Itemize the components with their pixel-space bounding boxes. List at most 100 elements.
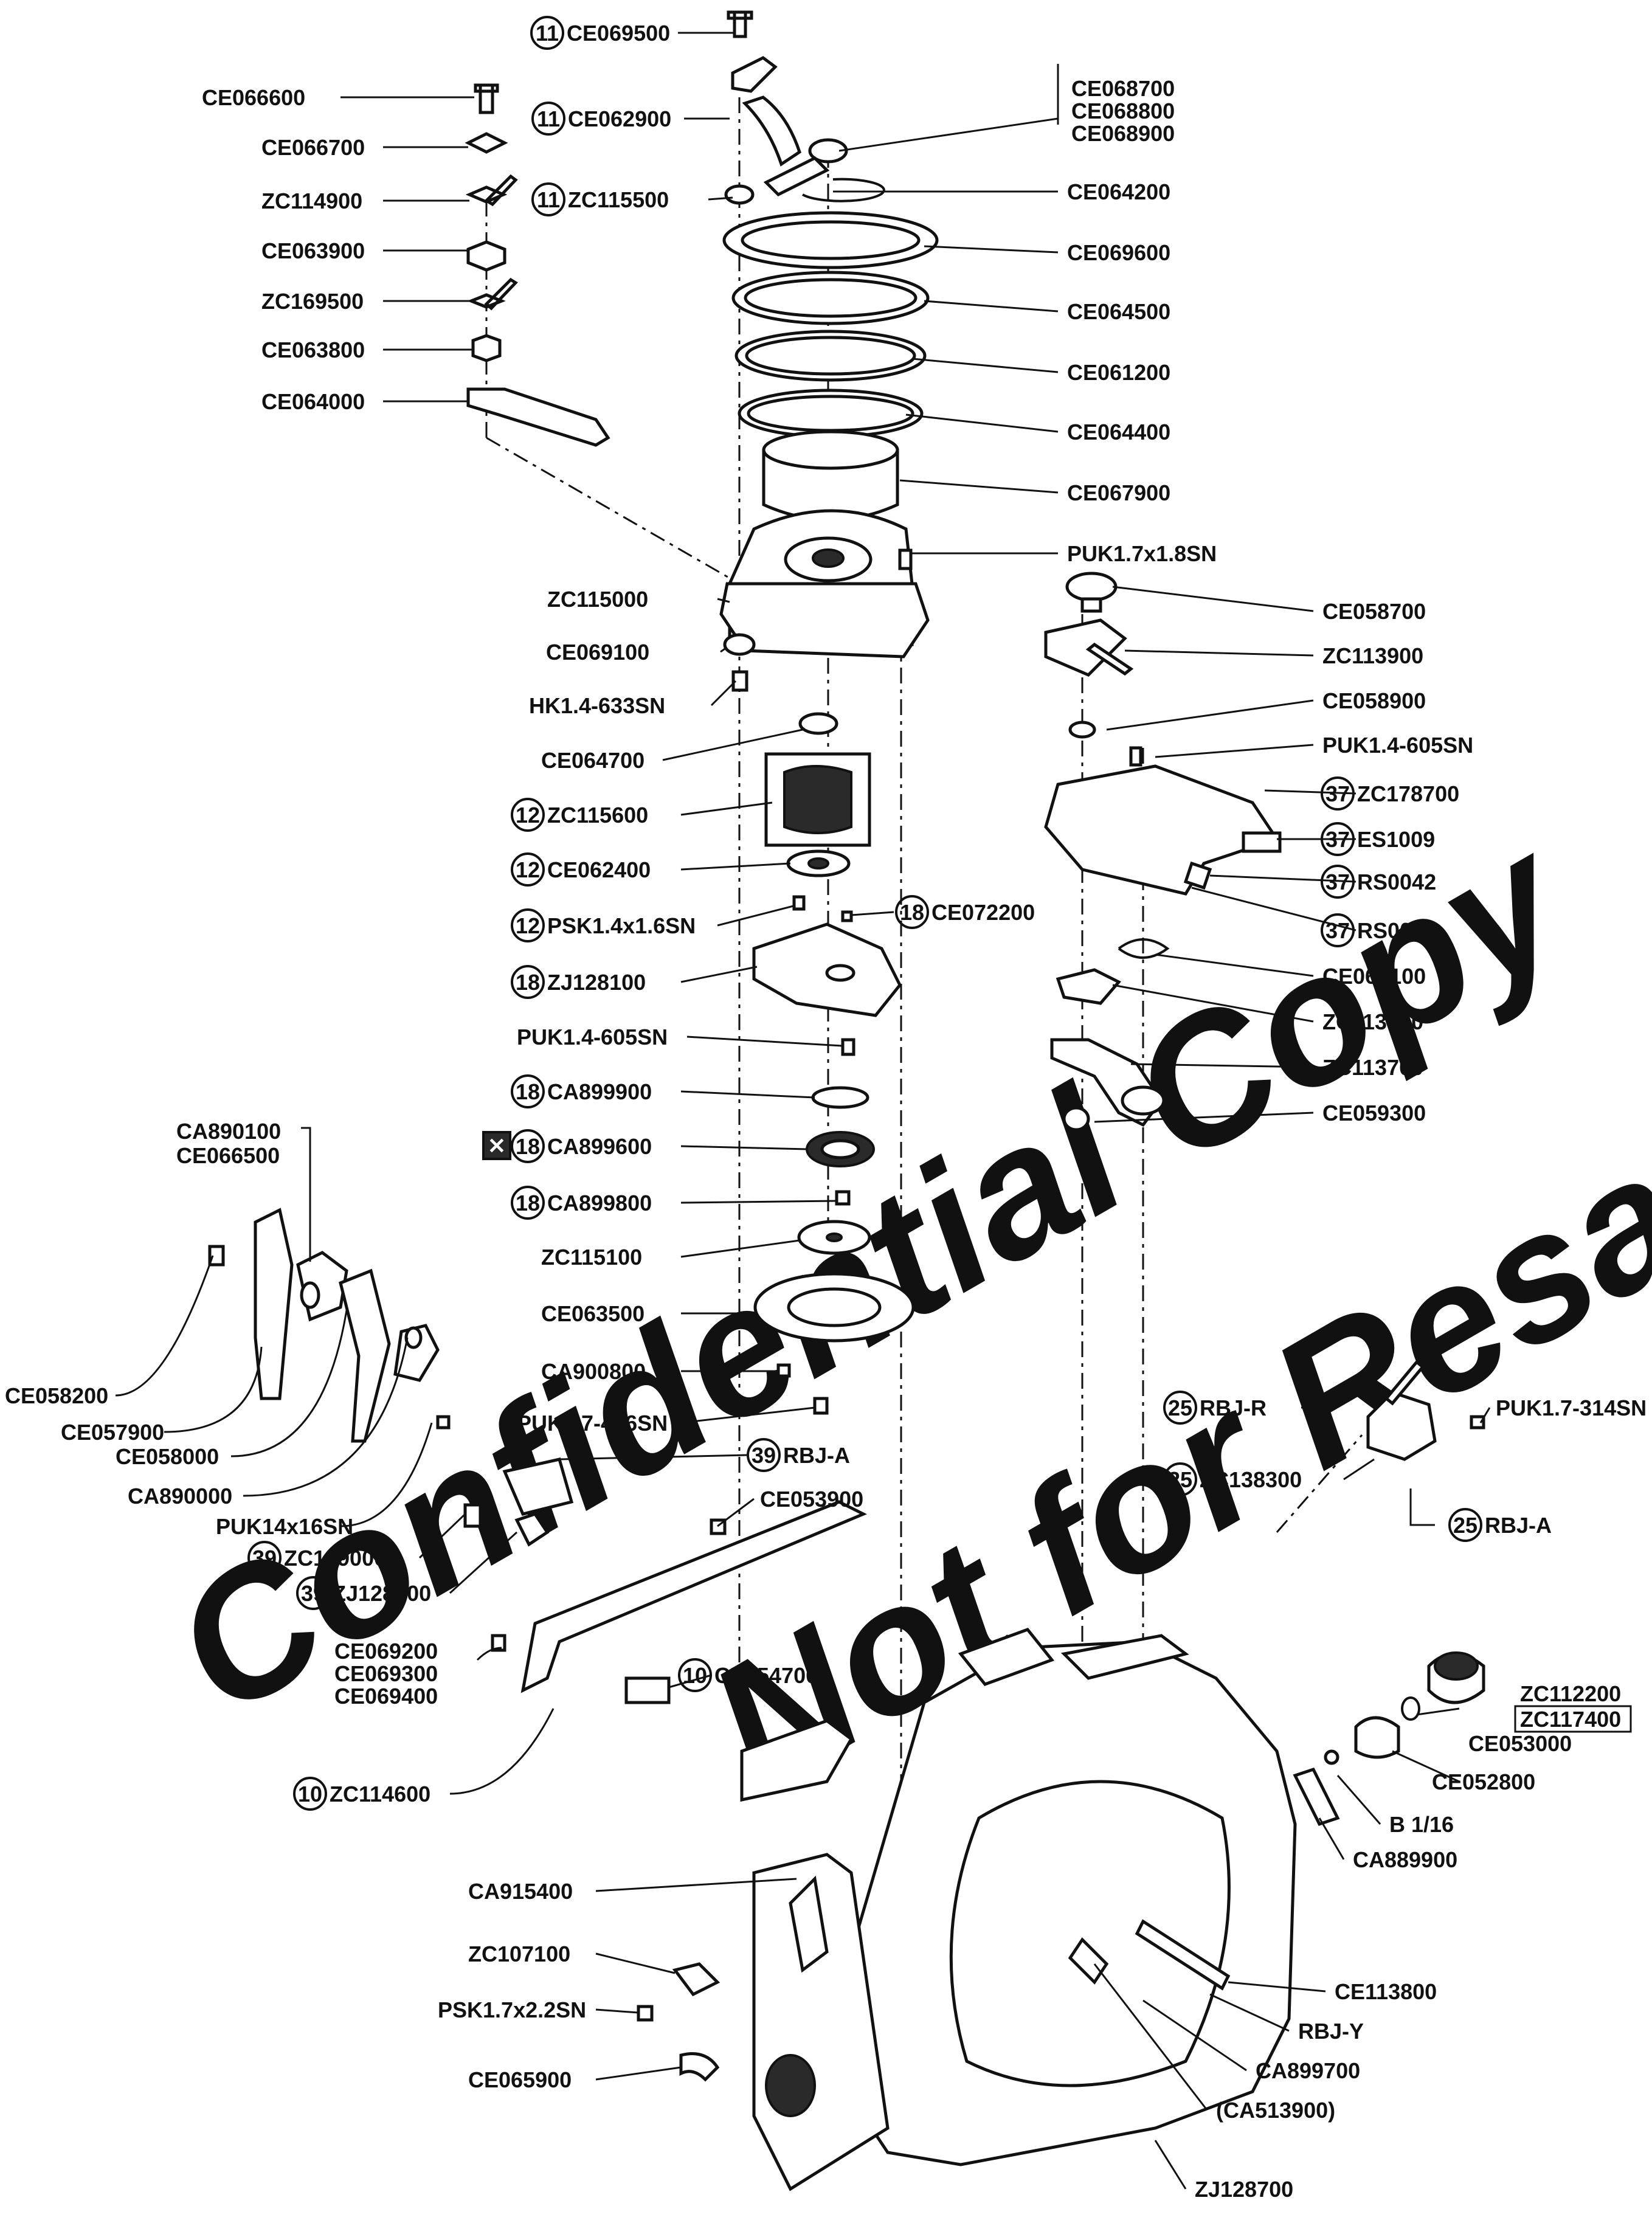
part-label: ZC138300 bbox=[1200, 1467, 1302, 1492]
part-label: PUK1.7-406SN bbox=[517, 1411, 668, 1436]
tag-37: 37 bbox=[1321, 776, 1355, 811]
part-label: (CA513900) bbox=[1216, 2098, 1335, 2123]
part-label: CE068900 bbox=[1071, 121, 1175, 146]
tag-12: 12 bbox=[511, 852, 545, 887]
part-label: CE069200 bbox=[334, 1639, 438, 1664]
part-label: CE064700 bbox=[541, 748, 645, 773]
svg-text:39: 39 bbox=[752, 1443, 776, 1468]
svg-text:37: 37 bbox=[1325, 869, 1350, 894]
svg-text:18: 18 bbox=[516, 970, 540, 995]
left-lever-group bbox=[208, 1208, 574, 1547]
part-label: CE063500 bbox=[541, 1301, 645, 1326]
part-label: ZJ128100 bbox=[547, 970, 646, 995]
svg-text:39: 39 bbox=[252, 1546, 277, 1571]
part-label: CE057900 bbox=[61, 1420, 164, 1445]
part-label: CE068800 bbox=[1071, 99, 1175, 123]
tag-25: 25 bbox=[1163, 1391, 1197, 1425]
part-label: CE072200 bbox=[931, 900, 1035, 925]
part-label: CE062400 bbox=[547, 857, 651, 882]
right-lever-stack bbox=[1044, 572, 1282, 1132]
part-label: ZC112200 bbox=[1520, 1681, 1621, 1706]
part-label: CE058700 bbox=[1322, 599, 1426, 624]
part-label: CE064400 bbox=[1067, 420, 1170, 444]
part-label: ZC107100 bbox=[468, 1941, 570, 1966]
tag-18: 18 bbox=[511, 1074, 545, 1108]
part-label: ZC169500 bbox=[261, 289, 364, 314]
svg-text:18: 18 bbox=[516, 1134, 540, 1159]
part-label: CE053900 bbox=[760, 1487, 863, 1512]
part-label: CE069500 bbox=[567, 21, 670, 46]
part-label: CE060100 bbox=[1322, 964, 1426, 989]
part-label: CE069600 bbox=[1067, 240, 1170, 265]
part-label: CE058900 bbox=[1322, 688, 1426, 713]
tag-39: 39 bbox=[247, 1541, 282, 1575]
svg-text:25: 25 bbox=[1168, 1395, 1192, 1420]
svg-text:11: 11 bbox=[537, 106, 560, 131]
part-label: CE067900 bbox=[1067, 480, 1170, 505]
part-label: CE064200 bbox=[1067, 179, 1170, 204]
svg-text:37: 37 bbox=[1325, 781, 1350, 806]
part-label: CA899900 bbox=[547, 1079, 652, 1104]
boxed-part-label bbox=[1514, 1705, 1632, 1733]
part-label: CA899600 bbox=[547, 1134, 652, 1159]
svg-text:12: 12 bbox=[516, 913, 540, 938]
part-label: CE052800 bbox=[1432, 1769, 1535, 1794]
part-label: PUK1.7x1.8SN bbox=[1067, 541, 1217, 566]
part-label: RS0042 bbox=[1357, 869, 1436, 894]
svg-text:12: 12 bbox=[516, 857, 540, 882]
svg-text:18: 18 bbox=[516, 1079, 540, 1104]
part-label: CE113800 bbox=[1335, 1979, 1437, 2004]
part-label: ZC113700 bbox=[1322, 1055, 1423, 1080]
part-label: CE058000 bbox=[116, 1444, 219, 1469]
part-label: CE064500 bbox=[1067, 299, 1170, 324]
tag-10: 10 bbox=[678, 1658, 712, 1692]
part-label: PSK1.4x1.6SN bbox=[547, 913, 696, 938]
part-label: ZC113900 bbox=[1322, 643, 1423, 668]
part-label: CE053000 bbox=[1468, 1731, 1572, 1756]
part-label: ZC115500 bbox=[568, 187, 669, 212]
part-label: RBJ-R bbox=[1200, 1395, 1267, 1420]
part-label: RS0041 bbox=[1357, 918, 1436, 943]
part-label: ZC114600 bbox=[330, 1782, 430, 1806]
tag-25: 25 bbox=[1163, 1462, 1197, 1496]
part-label: CE066700 bbox=[261, 135, 365, 160]
part-label: CA889900 bbox=[1353, 1847, 1457, 1872]
svg-text:39: 39 bbox=[301, 1581, 325, 1606]
svg-text:37: 37 bbox=[1325, 827, 1350, 852]
tag-25: 25 bbox=[1448, 1508, 1482, 1542]
part-label: CE063900 bbox=[261, 238, 365, 263]
part-label: CA915400 bbox=[468, 1879, 573, 1904]
part-label: CE064000 bbox=[261, 389, 365, 414]
part-label: CE069100 bbox=[546, 640, 649, 665]
tag-39: 39 bbox=[296, 1576, 330, 1610]
leader-lines bbox=[115, 32, 1491, 2190]
tag-39: 39 bbox=[747, 1438, 781, 1472]
part-label: CE066600 bbox=[202, 85, 305, 110]
svg-text:25: 25 bbox=[1453, 1513, 1477, 1538]
part-label: CE059300 bbox=[1322, 1101, 1426, 1125]
part-label: CE063800 bbox=[261, 337, 365, 362]
tag-18: 18 bbox=[511, 1186, 545, 1220]
svg-text:11: 11 bbox=[536, 21, 559, 46]
right-small-group bbox=[1293, 1360, 1485, 1827]
part-label: RBJ-A bbox=[783, 1443, 850, 1468]
part-label: B 1/16 bbox=[1389, 1812, 1454, 1837]
tag-37: 37 bbox=[1321, 822, 1355, 856]
part-label: HK1.4-633SN bbox=[529, 693, 665, 718]
part-label: PUK1.4-605SN bbox=[1322, 733, 1473, 758]
part-label: CA890100 bbox=[176, 1119, 281, 1144]
tag-18: 18 bbox=[895, 895, 929, 929]
part-label: RBJ-A bbox=[1485, 1513, 1552, 1538]
part-label: ZJ128700 bbox=[1195, 2177, 1293, 2202]
part-label: ZC139000 bbox=[284, 1546, 386, 1571]
svg-text:11: 11 bbox=[537, 187, 560, 212]
part-label: ES1009 bbox=[1357, 827, 1435, 852]
part-label: ZC115100 bbox=[541, 1245, 642, 1270]
svg-text:18: 18 bbox=[516, 1191, 540, 1215]
part-label: CA899800 bbox=[547, 1191, 652, 1215]
part-label: ZC117400 bbox=[1520, 1707, 1621, 1732]
part-label: ZJ128800 bbox=[333, 1581, 431, 1606]
svg-text:37: 37 bbox=[1325, 918, 1350, 943]
top-spring-stack bbox=[719, 10, 939, 692]
